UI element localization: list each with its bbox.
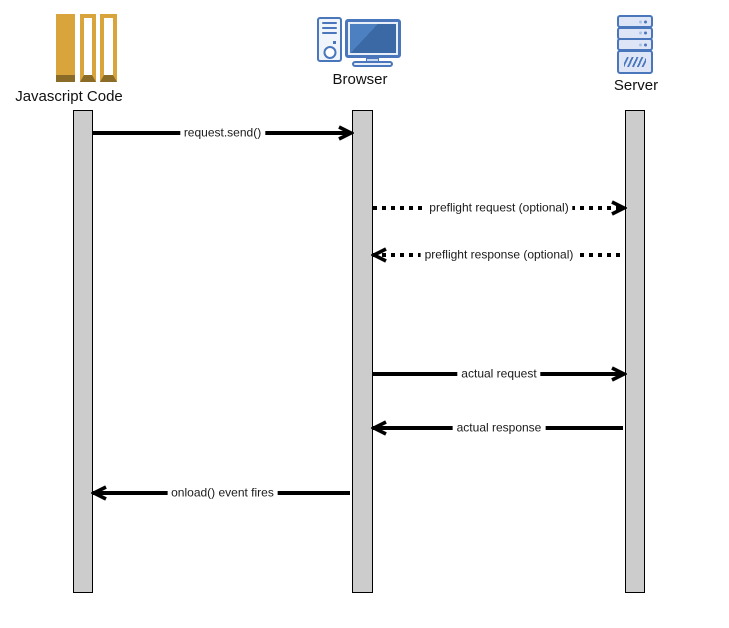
- arrowhead-left-icon: [371, 420, 387, 436]
- message-label: actual request: [457, 366, 541, 382]
- code-bar: [80, 14, 96, 82]
- server-rack-icon: [617, 15, 653, 74]
- arrowhead-left-icon: [91, 485, 107, 501]
- message-preflight-request: preflight request (optional): [373, 200, 627, 216]
- computer-tower: [317, 17, 342, 62]
- lifeline-javascript-code: [73, 110, 93, 593]
- message-label: preflight response (optional): [420, 247, 578, 263]
- message-label: request.send(): [179, 125, 266, 141]
- code-bar: [100, 14, 117, 82]
- actor-label-browser: Browser: [332, 71, 388, 88]
- arrowhead-right-icon: [338, 125, 354, 141]
- actor-label-javascript-code: Javascript Code: [15, 88, 123, 105]
- message-onload-event-fires: onload() event fires: [91, 485, 352, 501]
- server-vent-hatch: [624, 56, 646, 67]
- desktop-computer-icon: [317, 17, 407, 67]
- actor-label-server: Server: [613, 77, 659, 94]
- message-preflight-response: preflight response (optional): [371, 247, 625, 263]
- computer-monitor: [345, 19, 401, 58]
- message-actual-request: actual request: [373, 366, 627, 382]
- arrowhead-right-icon: [611, 200, 627, 216]
- message-request-send: request.send(): [93, 125, 354, 141]
- arrowhead-right-icon: [611, 366, 627, 382]
- message-actual-response: actual response: [371, 420, 625, 436]
- message-label: preflight request (optional): [425, 200, 573, 216]
- message-label: onload() event fires: [167, 485, 278, 501]
- lifeline-server: [625, 110, 645, 593]
- lifeline-browser: [352, 110, 373, 593]
- message-label: actual response: [452, 420, 546, 436]
- code-bars-icon: [56, 14, 117, 82]
- code-bar: [56, 14, 75, 82]
- arrowhead-left-icon: [371, 247, 387, 263]
